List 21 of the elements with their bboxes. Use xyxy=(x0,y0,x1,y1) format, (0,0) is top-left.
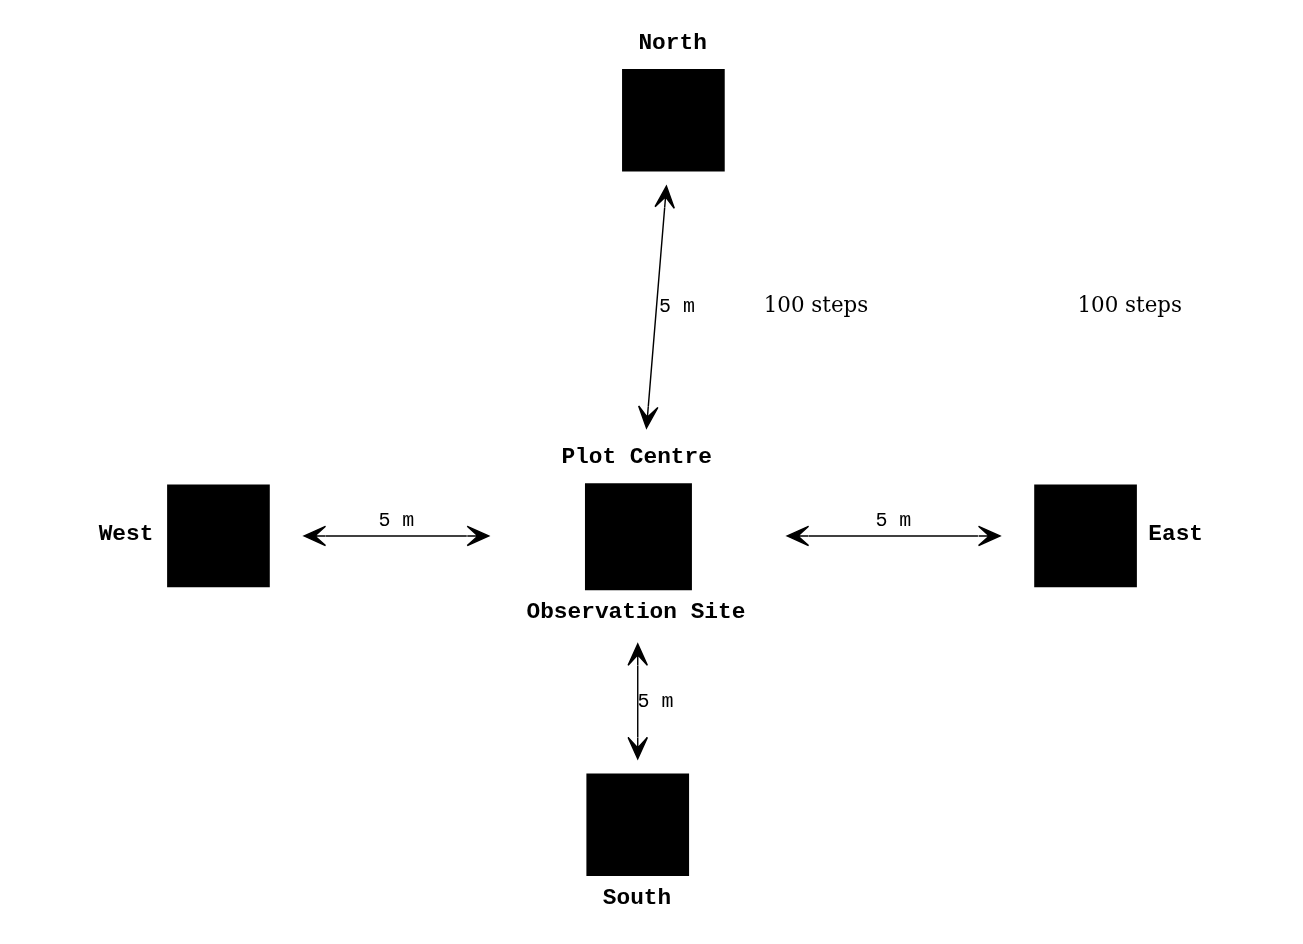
node-label: North xyxy=(637,29,707,56)
label: 100 steps xyxy=(1077,291,1182,317)
node-label: Observation Site xyxy=(526,598,745,625)
node-box xyxy=(1033,484,1137,587)
arrow xyxy=(785,525,1001,546)
arrow xyxy=(626,642,648,759)
arrow xyxy=(637,184,675,429)
node-label: West xyxy=(98,520,153,547)
node-label: Plot Centre xyxy=(560,443,712,470)
arrow xyxy=(302,525,489,546)
label: 100 steps xyxy=(763,291,868,317)
edge-label: 5 m xyxy=(658,294,695,318)
node-box xyxy=(585,772,689,876)
node-box xyxy=(621,68,725,172)
node-box xyxy=(166,484,270,587)
node-box xyxy=(584,482,692,590)
node-label: South xyxy=(602,884,671,911)
node-label: East xyxy=(1147,520,1203,547)
edge-label: 5 m xyxy=(377,508,414,532)
edge-label: 5 m xyxy=(874,508,911,532)
edge-label: 5 m xyxy=(637,689,674,713)
